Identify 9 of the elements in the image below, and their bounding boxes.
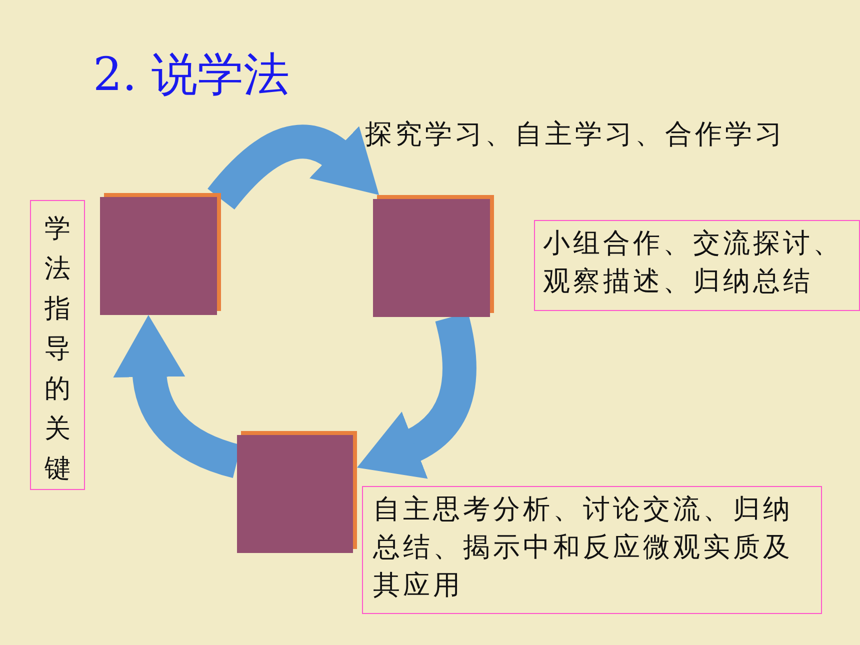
square-block (237, 431, 357, 553)
title: 2. 说学法 (93, 46, 290, 103)
square-block (100, 193, 221, 315)
curved-arrow (208, 124, 382, 210)
square-block (373, 195, 494, 317)
text-box: 学法指导的关键 (30, 200, 85, 490)
text-box: 小组合作、交流探讨、观察描述、归纳总结 (534, 220, 860, 311)
text-box: 自主思考分析、讨论交流、归纳总结、揭示中和反应微观实质及其应用 (362, 486, 822, 614)
note-text: 探究学习、自主学习、合作学习 (365, 118, 785, 152)
